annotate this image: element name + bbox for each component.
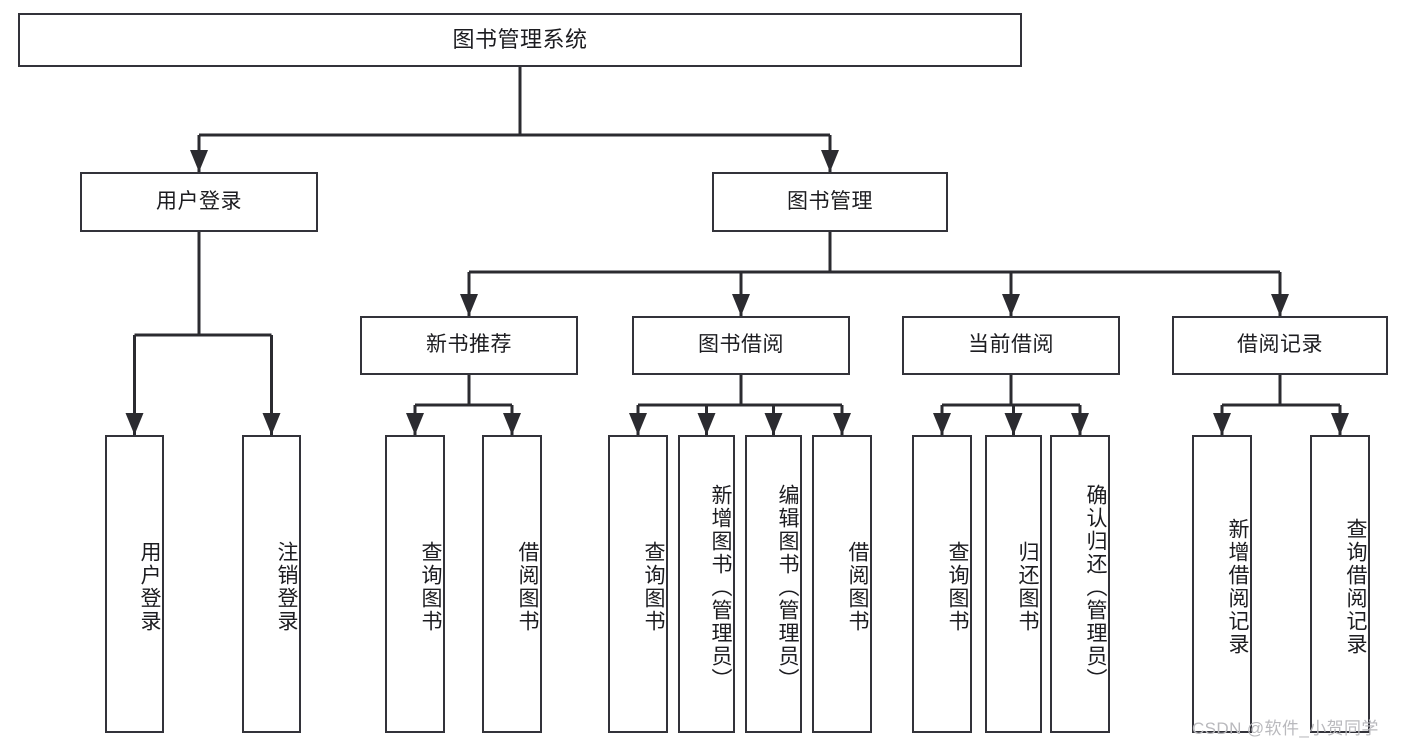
arrowhead-icon: [1002, 294, 1020, 316]
node-leaf-return-book[interactable]: 归还图书: [985, 435, 1042, 733]
arrowhead-icon: [190, 150, 208, 172]
node-leaf-add-record[interactable]: 新增借阅记录: [1192, 435, 1252, 733]
arrowhead-icon: [933, 413, 951, 435]
node-leaf-borrow-book-2[interactable]: 借阅图书: [812, 435, 872, 733]
arrowhead-icon: [1213, 413, 1231, 435]
csdn-watermark: CSDN @软件_小贺同学: [1192, 719, 1379, 738]
arrowhead-icon: [1331, 413, 1349, 435]
node-label: 借阅图书: [846, 541, 869, 633]
node-leaf-add-book[interactable]: 新增图书（管理员）: [678, 435, 735, 733]
arrowhead-icon: [406, 413, 424, 435]
node-label: 借阅记录: [1237, 333, 1323, 357]
node-current-borrow[interactable]: 当前借阅: [902, 316, 1120, 375]
node-leaf-query-book-3[interactable]: 查询图书: [912, 435, 972, 733]
node-leaf-borrow-book-1[interactable]: 借阅图书: [482, 435, 542, 733]
node-leaf-query-book-1[interactable]: 查询图书: [385, 435, 445, 733]
node-label: 新增借阅记录: [1226, 518, 1249, 656]
node-leaf-query-record[interactable]: 查询借阅记录: [1310, 435, 1370, 733]
node-leaf-logout[interactable]: 注销登录: [242, 435, 301, 733]
node-label: 注销登录: [275, 541, 298, 633]
arrowhead-icon: [821, 150, 839, 172]
node-label: 用户登录: [156, 189, 242, 213]
node-leaf-user-login[interactable]: 用户登录: [105, 435, 164, 733]
node-label: 新增图书（管理员）: [709, 483, 732, 691]
node-label: 查询图书: [419, 541, 442, 633]
arrowhead-icon: [460, 294, 478, 316]
node-leaf-query-book-2[interactable]: 查询图书: [608, 435, 668, 733]
node-new-book-rec[interactable]: 新书推荐: [360, 316, 578, 375]
node-label: 归还图书: [1016, 541, 1039, 633]
node-leaf-edit-book[interactable]: 编辑图书（管理员）: [745, 435, 802, 733]
arrowhead-icon: [833, 413, 851, 435]
node-label: 查询图书: [642, 541, 665, 633]
node-label: 确认归还（管理员）: [1084, 483, 1107, 691]
node-label: 编辑图书（管理员）: [776, 483, 799, 691]
node-book-manage[interactable]: 图书管理: [712, 172, 948, 232]
node-label: 新书推荐: [426, 333, 512, 357]
node-label: 查询图书: [946, 541, 969, 633]
arrowhead-icon: [125, 413, 144, 435]
node-root[interactable]: 图书管理系统: [18, 13, 1022, 67]
node-label: 借阅图书: [516, 541, 539, 633]
node-label: 图书管理系统: [452, 26, 588, 52]
arrowhead-icon: [764, 413, 783, 435]
arrowhead-icon: [732, 294, 750, 316]
node-user-login[interactable]: 用户登录: [80, 172, 318, 232]
arrowhead-icon: [1071, 413, 1089, 435]
node-book-borrow[interactable]: 图书借阅: [632, 316, 850, 375]
node-label: 图书借阅: [698, 333, 784, 357]
node-leaf-confirm-return[interactable]: 确认归还（管理员）: [1050, 435, 1110, 733]
node-label: 用户登录: [138, 541, 161, 633]
node-label: 查询借阅记录: [1344, 518, 1367, 656]
node-label: 图书管理: [787, 189, 873, 213]
arrowhead-icon: [1004, 413, 1023, 435]
node-label: 当前借阅: [968, 333, 1054, 357]
node-borrow-record[interactable]: 借阅记录: [1172, 316, 1388, 375]
arrowhead-icon: [262, 413, 281, 435]
arrowhead-icon: [503, 413, 521, 435]
arrowhead-icon: [697, 413, 716, 435]
arrowhead-icon: [629, 413, 647, 435]
arrowhead-icon: [1271, 294, 1289, 316]
